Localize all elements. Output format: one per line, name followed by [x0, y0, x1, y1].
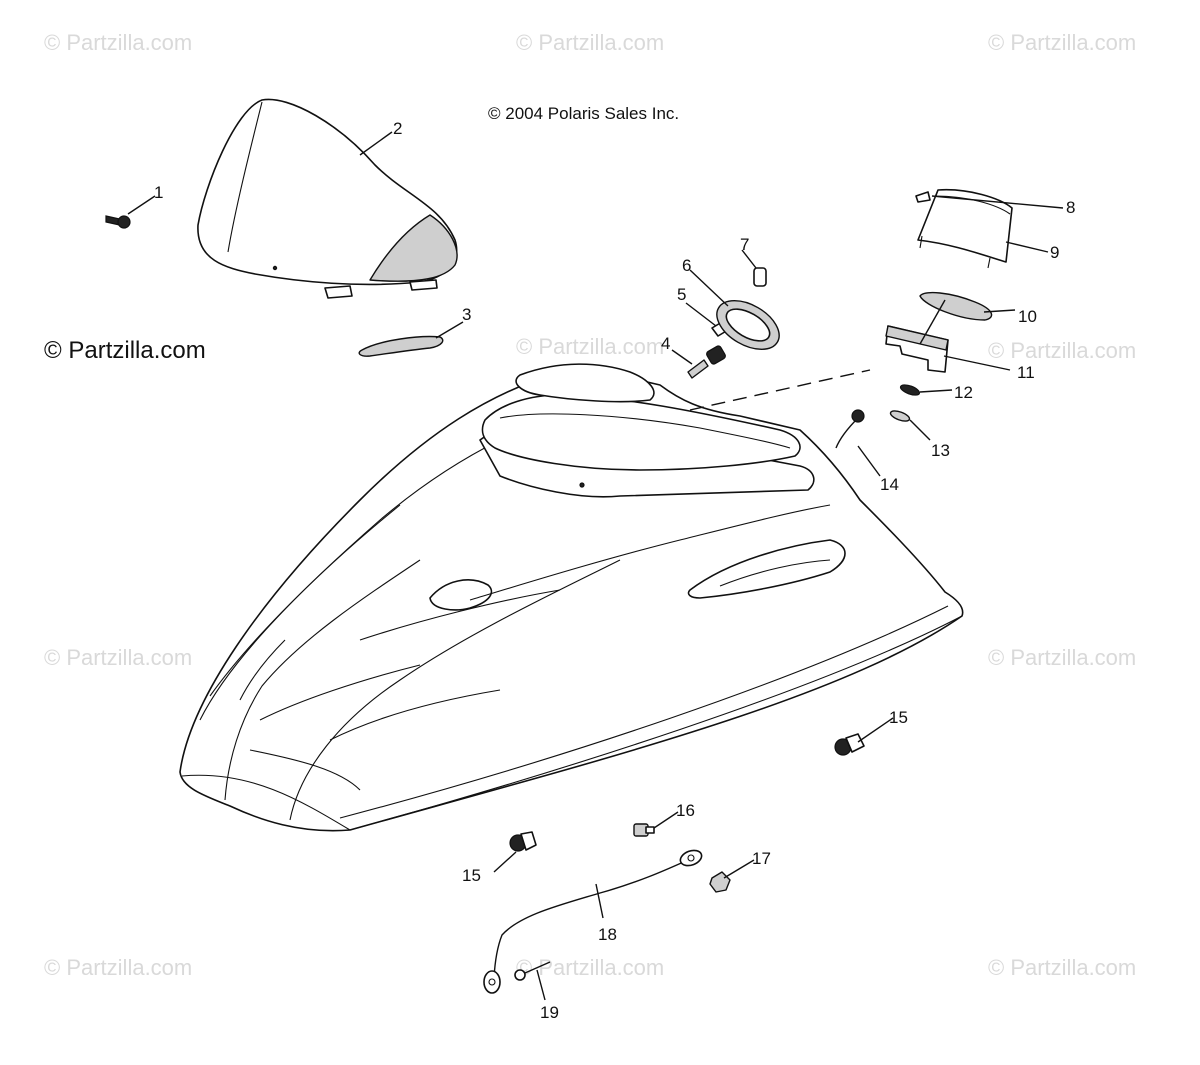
assembly-dashed-line — [689, 369, 871, 411]
part-14-socket-wire — [835, 409, 865, 449]
watermark-bottom-right: © Partzilla.com — [988, 955, 1136, 980]
part-2-windshield — [197, 98, 458, 299]
callout-4: 4 — [661, 334, 670, 353]
callout-19: 19 — [540, 1003, 559, 1022]
callout-10: 10 — [1018, 307, 1037, 326]
callout-12: 12 — [954, 383, 973, 402]
watermark-bottom-center: © Partzilla.com — [516, 955, 664, 980]
callout-3: 3 — [462, 305, 471, 324]
part-17-nut — [709, 871, 731, 893]
watermark-bottom-left: © Partzilla.com — [44, 955, 192, 980]
part-13-bulb — [889, 410, 911, 422]
part-9-gauge-cover — [917, 188, 1013, 269]
part-3-handle — [358, 335, 444, 357]
callout-1: 1 — [154, 183, 163, 202]
leader-lines — [127, 131, 1064, 1001]
hood-body — [179, 363, 964, 832]
part-12-bulb — [899, 384, 921, 396]
callout-14: 14 — [880, 475, 899, 494]
callout-numbers: 1 2 3 4 5 6 7 8 9 10 11 12 13 14 15 15 1… — [154, 119, 1075, 1022]
watermark-top-left: © Partzilla.com — [44, 30, 192, 55]
watermark-mid-center: © Partzilla.com — [516, 334, 664, 359]
part-4-bulb-socket — [687, 345, 726, 379]
part-15-fastener-left — [509, 831, 537, 852]
callout-9: 9 — [1050, 243, 1059, 262]
callout-8: 8 — [1066, 198, 1075, 217]
callout-11: 11 — [1017, 363, 1035, 382]
callout-17: 17 — [752, 849, 771, 868]
callout-2: 2 — [393, 119, 402, 138]
part-7-bulb — [753, 267, 767, 287]
callout-7: 7 — [740, 235, 749, 254]
part-16-bolt — [633, 823, 655, 837]
callout-5: 5 — [677, 285, 686, 304]
part-11-gauge-housing — [885, 325, 949, 373]
part-15-fastener-right — [834, 733, 865, 756]
part-8-screw — [915, 191, 931, 203]
watermark-top-right: © Partzilla.com — [988, 30, 1136, 55]
watermark-mid-right: © Partzilla.com — [988, 338, 1136, 363]
part-18-tether-cable — [483, 849, 703, 994]
part-10-lens — [919, 291, 993, 321]
watermark-low-right: © Partzilla.com — [988, 645, 1136, 670]
watermark-left-dark: © Partzilla.com — [44, 337, 206, 364]
part-6-ring — [716, 300, 780, 350]
callout-15-left: 15 — [462, 866, 481, 885]
watermark-low-left: © Partzilla.com — [44, 645, 192, 670]
callout-13: 13 — [931, 441, 950, 460]
callout-15-right: 15 — [889, 708, 908, 727]
part-19-pin — [514, 961, 551, 981]
part-1-rivet — [105, 215, 131, 229]
callout-6: 6 — [682, 256, 691, 275]
watermark-top-center: © Partzilla.com — [516, 30, 664, 55]
copyright-notice: © 2004 Polaris Sales Inc. — [488, 104, 679, 123]
callout-18: 18 — [598, 925, 617, 944]
callout-16: 16 — [676, 801, 695, 820]
